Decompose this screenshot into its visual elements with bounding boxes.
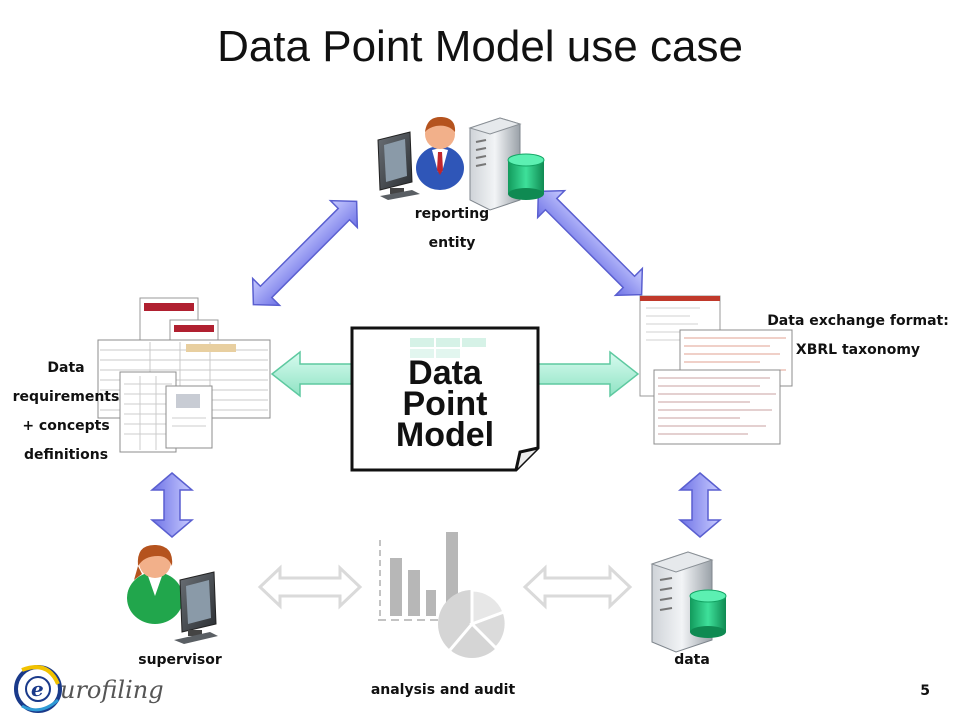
documents-collage xyxy=(97,297,271,453)
requirements-line-2: requirements xyxy=(12,389,120,405)
center-line-2: Point xyxy=(402,385,488,423)
arrow-entity-requirements xyxy=(251,199,359,307)
requirements-line-3: + concepts xyxy=(22,418,110,434)
page-title: Data Point Model use case xyxy=(217,22,743,71)
center-line-1: Data xyxy=(408,354,482,392)
xbrl-documents xyxy=(639,295,793,445)
center-line-3: Model xyxy=(395,416,495,454)
grid-watermark xyxy=(410,338,486,358)
data-point-model-note xyxy=(350,326,540,472)
eurofiling-logo-text: urofiling xyxy=(60,676,164,704)
page-number: 5 xyxy=(920,683,930,699)
arrow-exchange-data xyxy=(677,472,723,538)
requirements-line-4: definitions xyxy=(23,447,109,463)
reporting-entity-icon xyxy=(377,116,545,211)
reporting-entity-label: reporting entity xyxy=(392,200,512,258)
arrow-entity-exchange xyxy=(536,189,644,297)
exchange-line-1: Data exchange format: xyxy=(767,313,949,329)
exchange-format-label: Data exchange format: XBRL taxonomy xyxy=(758,307,958,365)
analysis-chart-icon xyxy=(378,532,508,658)
exchange-line-2: XBRL taxonomy xyxy=(795,342,921,358)
data-label: data xyxy=(674,652,710,668)
supervisor-label: supervisor xyxy=(138,652,222,668)
arrow-supervisor-analysis xyxy=(257,564,363,610)
svg-text:e: e xyxy=(31,677,44,701)
data-point-model-label: Data Point Model xyxy=(380,354,510,454)
data-requirements-label: Data requirements + concepts definitions xyxy=(6,354,126,470)
requirements-line-1: Data xyxy=(47,360,85,376)
arrow-requirements-supervisor xyxy=(149,472,195,538)
supervisor-icon xyxy=(127,544,218,644)
analysis-label: analysis and audit xyxy=(370,682,516,698)
arrow-analysis-data xyxy=(522,564,633,610)
reporting-entity-line-2: entity xyxy=(428,235,476,251)
reporting-entity-line-1: reporting xyxy=(414,206,490,222)
data-server-icon xyxy=(650,551,727,653)
eurofiling-logo-mark: e xyxy=(14,665,62,713)
